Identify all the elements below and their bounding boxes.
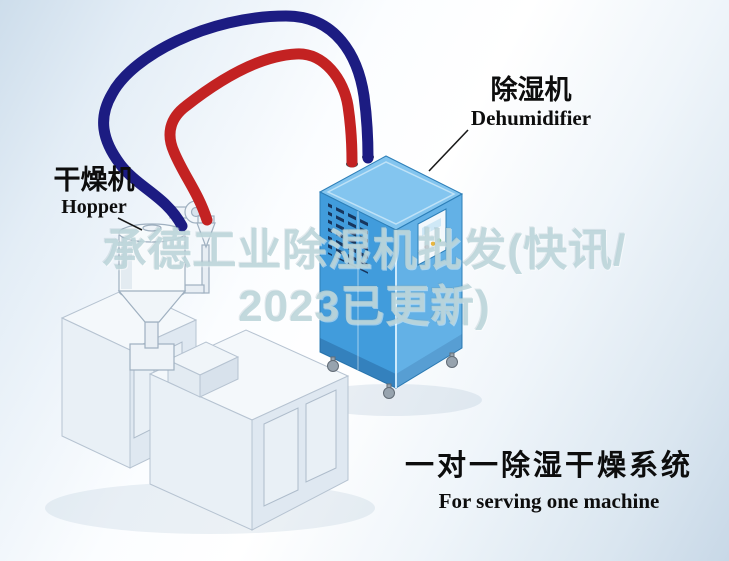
dehumidifier-leader-line — [428, 129, 469, 172]
hopper-label-cn: 干燥机 — [53, 165, 135, 195]
hopper-leader-line — [117, 217, 143, 231]
hopper-side-elbow — [184, 284, 205, 294]
vent-grille — [328, 200, 372, 276]
dehumidifier-label: 除湿机 Dehumidifier — [452, 75, 610, 130]
control-button — [424, 244, 430, 250]
hopper-body-shade — [121, 235, 132, 289]
dehumidifier-label-cn: 除湿机 — [490, 75, 572, 105]
return-air-pipe — [98, 10, 374, 232]
system-caption-cn: 一对一除湿干燥系统 — [404, 450, 693, 482]
supply-air-pipe — [164, 48, 358, 226]
cabinet-top-inner-edge — [326, 161, 456, 225]
gearbox-side — [199, 356, 239, 398]
extruder-panel — [263, 407, 299, 507]
cyclone-cone — [196, 222, 216, 249]
hopper-label: 干燥机 Hopper — [50, 165, 138, 219]
caster-wheels — [327, 352, 458, 399]
cabinet-kick-side — [396, 334, 462, 388]
hopper-cone — [117, 290, 187, 323]
hopper-lid-handle — [142, 224, 162, 232]
control-button — [436, 238, 442, 243]
extruder-panel — [305, 389, 337, 483]
hopper-neck — [144, 321, 159, 349]
dehumidifier-unit — [318, 153, 464, 399]
hopper-label-en: Hopper — [61, 195, 127, 218]
system-caption: 一对一除湿干燥系统 For serving one machine — [398, 450, 700, 514]
cabinet-kick-front — [320, 338, 396, 388]
system-caption-en: For serving one machine — [438, 489, 660, 514]
hopper-lid — [118, 223, 186, 243]
control-display — [422, 218, 441, 236]
hopper-mount-box — [129, 343, 175, 371]
dehumidifier-label-en: Dehumidifier — [470, 105, 592, 130]
control-button — [430, 241, 436, 246]
